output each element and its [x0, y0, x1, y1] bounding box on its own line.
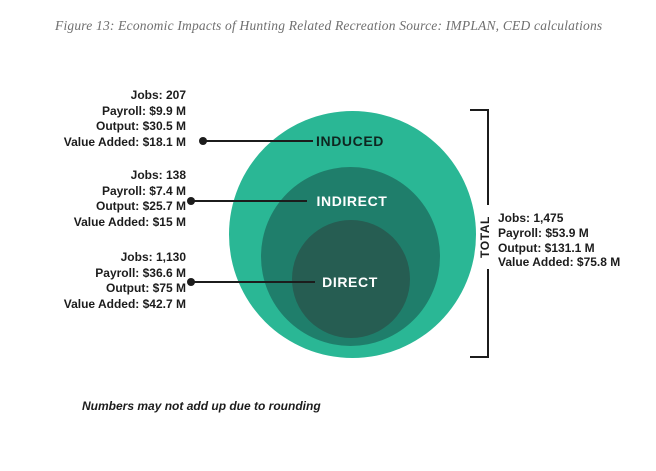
ring-label-induced: INDUCED	[316, 133, 384, 149]
stats-block-indirect: Jobs: 138 Payroll: $7.4 M Output: $25.7 …	[74, 168, 186, 230]
stat-line-jobs: Jobs: 138	[130, 168, 186, 182]
stat-line-payroll: Payroll: $53.9 M	[498, 225, 589, 240]
stat-line-output: Output: $25.7 M	[95, 199, 186, 213]
stat-line-value-added: Value Added: $15 M	[73, 214, 186, 229]
stats-block-induced: Jobs: 207 Payroll: $9.9 M Output: $30.5 …	[64, 88, 186, 150]
stat-line-jobs: Jobs: 1,475	[498, 211, 564, 225]
stat-line-output: Output: $30.5 M	[95, 119, 186, 133]
total-bracket-vert-upper	[487, 109, 489, 205]
stat-line-jobs: Jobs: 1,130	[120, 250, 186, 264]
total-label: TOTAL	[478, 216, 492, 258]
connector-line-direct	[191, 281, 315, 283]
total-bracket-vert-lower	[487, 269, 489, 358]
figure-title: Figure 13: Economic Impacts of Hunting R…	[55, 18, 603, 33]
ring-label-indirect: INDIRECT	[316, 193, 388, 209]
stats-block-total: Jobs: 1,475 Payroll: $53.9 M Output: $13…	[498, 211, 620, 270]
ring-circle-direct	[292, 220, 410, 338]
figure-footnote: Numbers may not add up due to rounding	[82, 399, 321, 413]
stat-line-output: Output: $131.1 M	[498, 240, 595, 255]
stat-line-payroll: Payroll: $36.6 M	[95, 265, 186, 280]
stat-line-value-added: Value Added: $18.1 M	[63, 134, 186, 149]
connector-dot-induced	[199, 137, 207, 145]
stat-line-value-added: Value Added: $42.7 M	[63, 296, 186, 311]
connector-line-induced	[203, 140, 313, 142]
stat-line-payroll: Payroll: $9.9 M	[101, 103, 186, 118]
connector-dot-indirect	[187, 197, 195, 205]
total-bracket-bottom	[470, 356, 489, 358]
stat-line-value-added: Value Added: $75.8 M	[498, 255, 621, 270]
stat-line-jobs: Jobs: 207	[130, 88, 186, 102]
connector-line-indirect	[191, 200, 307, 202]
stat-line-output: Output: $75 M	[106, 281, 186, 295]
connector-dot-direct	[187, 278, 195, 286]
stats-block-direct: Jobs: 1,130 Payroll: $36.6 M Output: $75…	[64, 250, 186, 312]
total-bracket-top	[470, 109, 489, 111]
stat-line-payroll: Payroll: $7.4 M	[101, 183, 186, 198]
ring-label-direct: DIRECT	[322, 274, 378, 290]
